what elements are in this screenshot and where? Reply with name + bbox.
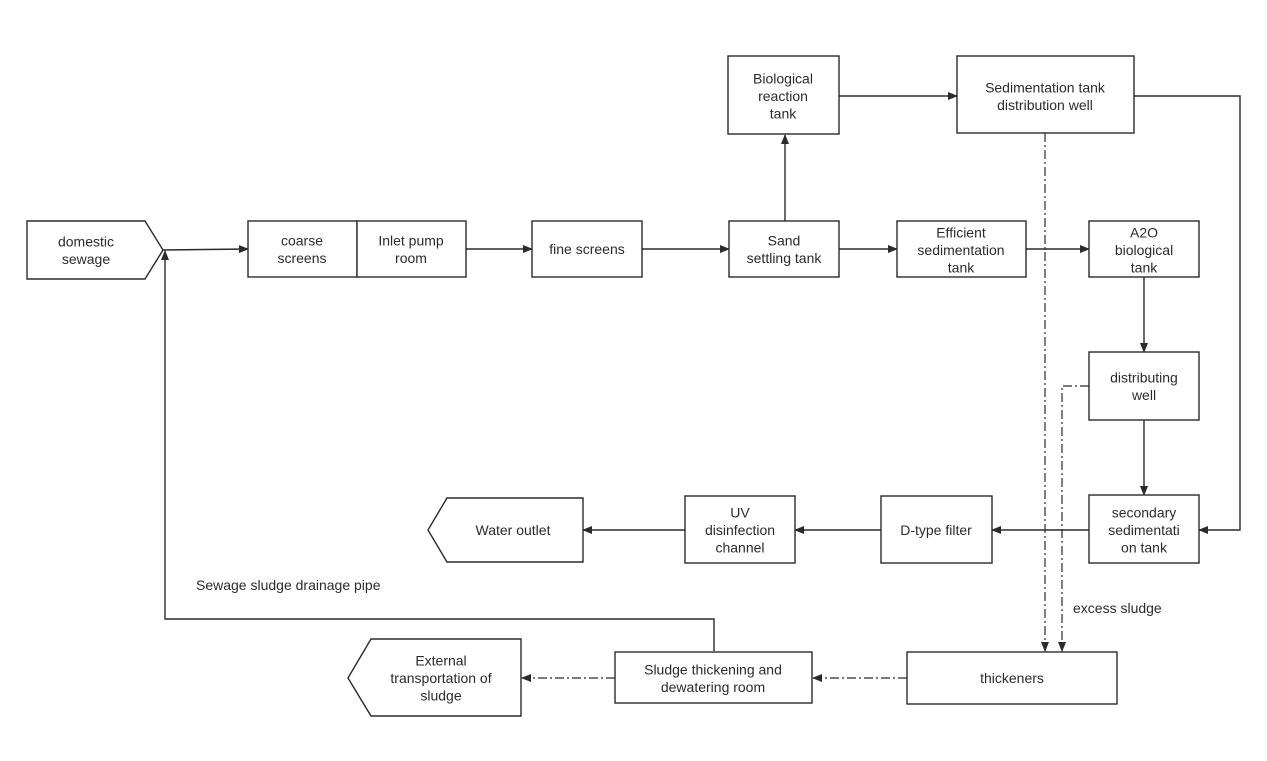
node-domestic-sewage-shape (26, 220, 164, 280)
node-label-line: sedimentati (1108, 522, 1180, 538)
node-label-line: distributing (1110, 369, 1178, 385)
node-label-line: sedimentation (917, 242, 1004, 258)
node-label-line: transportation of (390, 670, 491, 686)
node-label: Sedimentation tank distribution well (985, 79, 1106, 113)
node-label-line: Water outlet (476, 522, 551, 538)
node-label-line: disinfection (705, 522, 775, 538)
node-label-line: dewatering room (661, 679, 765, 695)
node-domestic-sewage: domestic sewage (26, 220, 164, 280)
node-d-type-filter-shape (880, 495, 993, 564)
node-label-line: tank (1131, 260, 1158, 276)
node-thickeners: thickeners (906, 651, 1118, 705)
node-label-line: sludge (420, 688, 461, 704)
edge-sewage-to-coarse-screens (161, 245, 249, 254)
node-label-line: screens (277, 250, 326, 266)
node-label-line: External (415, 653, 466, 669)
node-thickeners-shape (906, 651, 1118, 705)
node-label-line: domestic (58, 233, 114, 249)
node-label-line: distribution well (997, 97, 1093, 113)
edge-distributing-well-sludge-to-thickeners (1058, 385, 1089, 652)
node-fine-screens-shape (531, 220, 643, 278)
node-sand-settling-tank: Sand settling tank (728, 220, 840, 278)
node-uv-disinfection-channel-shape (684, 495, 796, 564)
node-label-line: fine screens (549, 241, 624, 257)
node-label-line: room (395, 250, 427, 266)
node-sedimentation-tank-distribution-well-shape (956, 55, 1135, 134)
node-label-line: settling tank (747, 250, 823, 266)
node-coarse-screens-shape (247, 220, 358, 278)
label-sewage-sludge-drainage-pipe: Sewage sludge drainage pipe (196, 577, 381, 593)
node-external-transportation-shape (347, 638, 522, 717)
node-label-line: Inlet pump (378, 232, 444, 248)
node-efficient-sedimentation-tank-shape (896, 220, 1027, 278)
node-label-line: Efficient (936, 225, 986, 241)
node-water-outlet-shape (427, 497, 584, 563)
node-label-line: tank (948, 260, 975, 276)
node-label: Inlet pump room (378, 232, 444, 265)
node-label: Sand settling tank (747, 232, 823, 265)
node-label: Sludge thickening and dewatering room (644, 661, 782, 695)
node-label-line: A2O (1130, 225, 1158, 241)
node-label-line: well (1131, 387, 1156, 403)
node-fine-screens: fine screens (531, 220, 643, 278)
node-sedimentation-tank-distribution-well: Sedimentation tank distribution well (956, 55, 1135, 134)
node-label-line: channel (715, 540, 764, 556)
node-a2o-biological-tank-shape (1088, 220, 1200, 278)
node-label: D-type filter (900, 522, 972, 538)
edge-sludge-drainage-return (161, 250, 715, 651)
node-inlet-pump-room-shape (356, 220, 467, 278)
label-excess-sludge: excess sludge (1073, 600, 1162, 616)
node-label: Water outlet (476, 522, 551, 538)
node-label: domestic sewage (58, 233, 114, 266)
edge-distribution-well-to-secondary-sedimentation (1134, 95, 1241, 534)
node-biological-reaction-tank-shape (727, 55, 840, 135)
node-label-line: biological (1115, 242, 1173, 258)
node-sludge-thickening-room-shape (614, 651, 813, 704)
node-label: coarse screens (277, 232, 326, 265)
node-label-line: Sand (768, 232, 801, 248)
node-label-line: tank (770, 106, 797, 122)
node-label: fine screens (549, 241, 624, 257)
node-label-line: Sludge thickening and (644, 661, 782, 677)
node-sludge-thickening-room: Sludge thickening and dewatering room (614, 651, 813, 704)
node-label: thickeners (980, 670, 1044, 686)
node-label-line: secondary (1112, 505, 1177, 521)
node-secondary-sedimentation-tank-shape (1088, 494, 1200, 564)
node-label-line: reaction (758, 88, 808, 104)
node-label-line: coarse (281, 232, 323, 248)
node-label-line: UV (730, 505, 750, 521)
node-label-line: thickeners (980, 670, 1044, 686)
node-label: distributing well (1110, 369, 1178, 403)
edges (161, 92, 1241, 682)
node-label-line: Sedimentation tank (985, 79, 1106, 95)
node-label-line: on tank (1121, 540, 1168, 556)
node-distributing-well: distributing well (1088, 351, 1200, 421)
node-water-outlet: Water outlet (427, 497, 584, 563)
node-inlet-pump-room: Inlet pump room (356, 220, 467, 278)
node-coarse-screens: coarse screens (247, 220, 358, 278)
node-sand-settling-tank-shape (728, 220, 840, 278)
node-label-line: sewage (62, 251, 110, 267)
node-label-line: Biological (753, 71, 813, 87)
node-label-line: D-type filter (900, 522, 972, 538)
node-d-type-filter: D-type filter (880, 495, 993, 564)
node-distributing-well-shape (1088, 351, 1200, 421)
